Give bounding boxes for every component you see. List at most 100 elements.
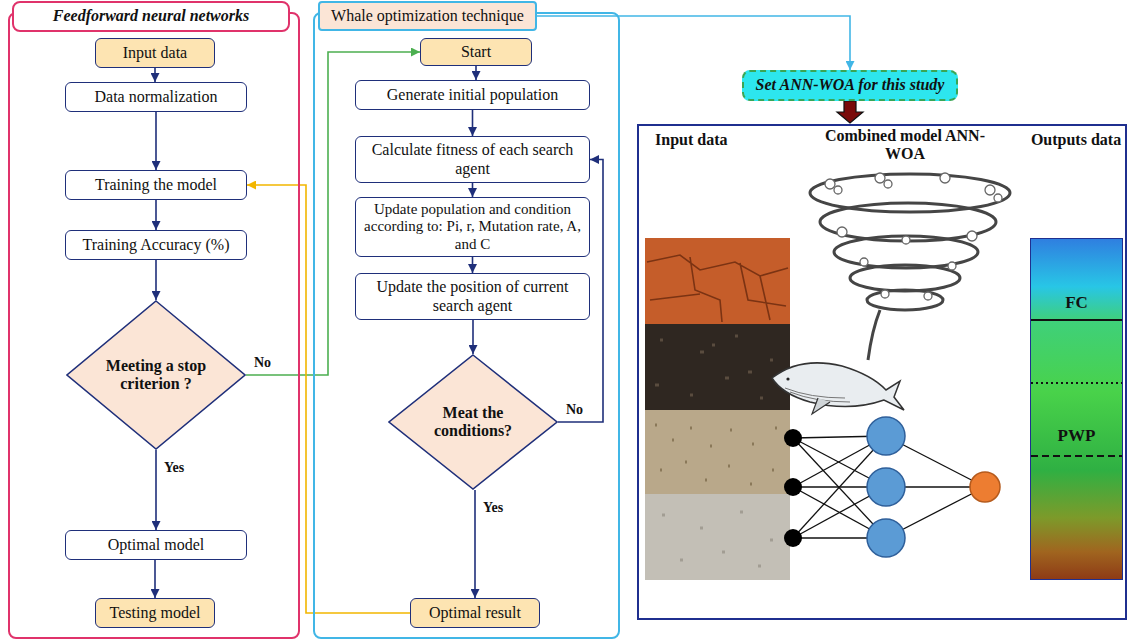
- input-neuron: [784, 529, 802, 547]
- flow-arrow: [155, 112, 157, 170]
- terminal-box: Input data: [95, 38, 215, 68]
- grey-soil: [645, 494, 790, 580]
- prey-dot: [875, 173, 885, 183]
- prey-dot: [924, 292, 932, 300]
- block-arrow: [837, 101, 863, 123]
- process-box: Optimal model: [65, 530, 247, 560]
- flow-arrow: [472, 257, 474, 273]
- level-lines: [1031, 239, 1122, 579]
- process-box: Generate initial population: [355, 80, 590, 110]
- flow-arrow: [537, 16, 850, 70]
- terminal-box: Optimal result: [410, 598, 540, 628]
- spiral-tail: [868, 310, 880, 360]
- edge-label: No: [252, 355, 273, 370]
- method-panel: Feedforward neural networksInput dataDat…: [8, 12, 300, 639]
- method-panel: Whale optimization techniqueStartGenerat…: [313, 12, 620, 639]
- setting-box: Set ANN-WOA for this study: [742, 70, 958, 101]
- terminal-box: Start: [420, 38, 532, 66]
- panel-title: Whale optimization technique: [318, 1, 537, 31]
- input-neuron: [784, 478, 802, 496]
- terminal-box: Testing model: [95, 598, 215, 628]
- flow-arrow: [154, 560, 156, 598]
- soil-grain: [655, 336, 773, 398]
- output-neuron: [970, 472, 1000, 502]
- prey-dot: [985, 185, 995, 195]
- box-label: Calculate fitness of each search agent: [356, 141, 589, 178]
- process-box: Data normalization: [65, 82, 247, 112]
- panel-title: Feedforward neural networks: [12, 1, 290, 32]
- prey-dot: [825, 179, 835, 189]
- hidden-neuron: [867, 417, 905, 455]
- dark-soil: [645, 324, 790, 410]
- box-label: Input data: [96, 44, 214, 62]
- whale-eye: [786, 377, 789, 380]
- model-panel: Input data Combined model ANN-WOA Outputs …: [637, 124, 1127, 620]
- flow-arrow: [472, 320, 474, 354]
- edge-label: No: [564, 402, 585, 417]
- input-neuron: [784, 429, 802, 447]
- flow-arrow: [155, 450, 157, 530]
- box-label: Training Accuracy (%): [66, 236, 246, 254]
- level-label: PWP: [1031, 426, 1122, 446]
- spiral-ring: [810, 174, 1010, 212]
- soil-cracks: [647, 255, 788, 322]
- box-label: Optimal result: [411, 604, 539, 622]
- column-heading: Combined model ANN-WOA: [815, 127, 995, 164]
- column-heading: Outputs data: [1026, 131, 1126, 149]
- prey-dot: [881, 290, 889, 298]
- box-label: Update population and condition accordin…: [356, 201, 589, 253]
- soil-grain: [662, 512, 773, 566]
- flow-arrow: [155, 200, 157, 230]
- diamond-shape: [67, 301, 245, 449]
- whale-spiral: [810, 174, 1010, 360]
- decision-diamond: Meeting a stop criterion ?: [66, 300, 246, 450]
- edge-label: Yes: [481, 500, 505, 515]
- prey-dot: [860, 258, 868, 266]
- hidden-neuron: [867, 519, 905, 557]
- flow-arrow: [472, 110, 474, 136]
- prey-dot: [902, 236, 910, 244]
- box-label: Data normalization: [66, 88, 246, 106]
- edge-label: Yes: [162, 460, 186, 475]
- neural-net: [784, 417, 1000, 557]
- decision-diamond: Meat the conditions?: [388, 354, 558, 490]
- flow-arrow: [472, 183, 474, 197]
- level-line: [1031, 382, 1122, 384]
- box-label: Generate initial population: [356, 86, 589, 104]
- process-box: Training the model: [65, 170, 247, 200]
- decision-label: Meat the conditions?: [427, 404, 519, 441]
- level-line: [1031, 319, 1122, 321]
- output-bar: FC PWP: [1030, 238, 1123, 580]
- process-box: Calculate fitness of each search agent: [355, 136, 590, 183]
- box-label: Set ANN-WOA for this study: [744, 76, 956, 94]
- process-box: Update the position of current search ag…: [355, 273, 590, 320]
- prey-dot: [837, 227, 847, 237]
- flow-arrow: [154, 68, 156, 82]
- prey-dot: [948, 262, 956, 270]
- sandy-soil: [645, 410, 790, 494]
- soil-grain: [655, 425, 777, 484]
- prey-dot: [884, 180, 892, 188]
- prey-school: [825, 173, 1002, 300]
- whale-fin: [812, 398, 830, 414]
- box-label: Training the model: [66, 176, 246, 194]
- decision-label: Meeting a stop criterion ?: [99, 357, 213, 394]
- prey-dot: [994, 194, 1002, 202]
- process-box: Training Accuracy (%): [65, 230, 247, 260]
- whale: [772, 363, 904, 414]
- diamond-shape: [389, 355, 557, 489]
- box-label: Optimal model: [66, 536, 246, 554]
- prey-dot: [967, 231, 977, 241]
- soil-photos: [645, 238, 790, 580]
- red-soil: [645, 238, 790, 324]
- box-label: Update the position of current search ag…: [356, 278, 589, 315]
- flow-arrow: [474, 490, 476, 598]
- level-line: [1031, 455, 1122, 457]
- spiral-ring: [867, 290, 943, 310]
- prey-dot: [834, 186, 842, 194]
- level-label: FC: [1031, 293, 1122, 313]
- hidden-neuron: [867, 468, 905, 506]
- prey-dot: [940, 173, 950, 183]
- column-heading: Input data: [655, 131, 795, 149]
